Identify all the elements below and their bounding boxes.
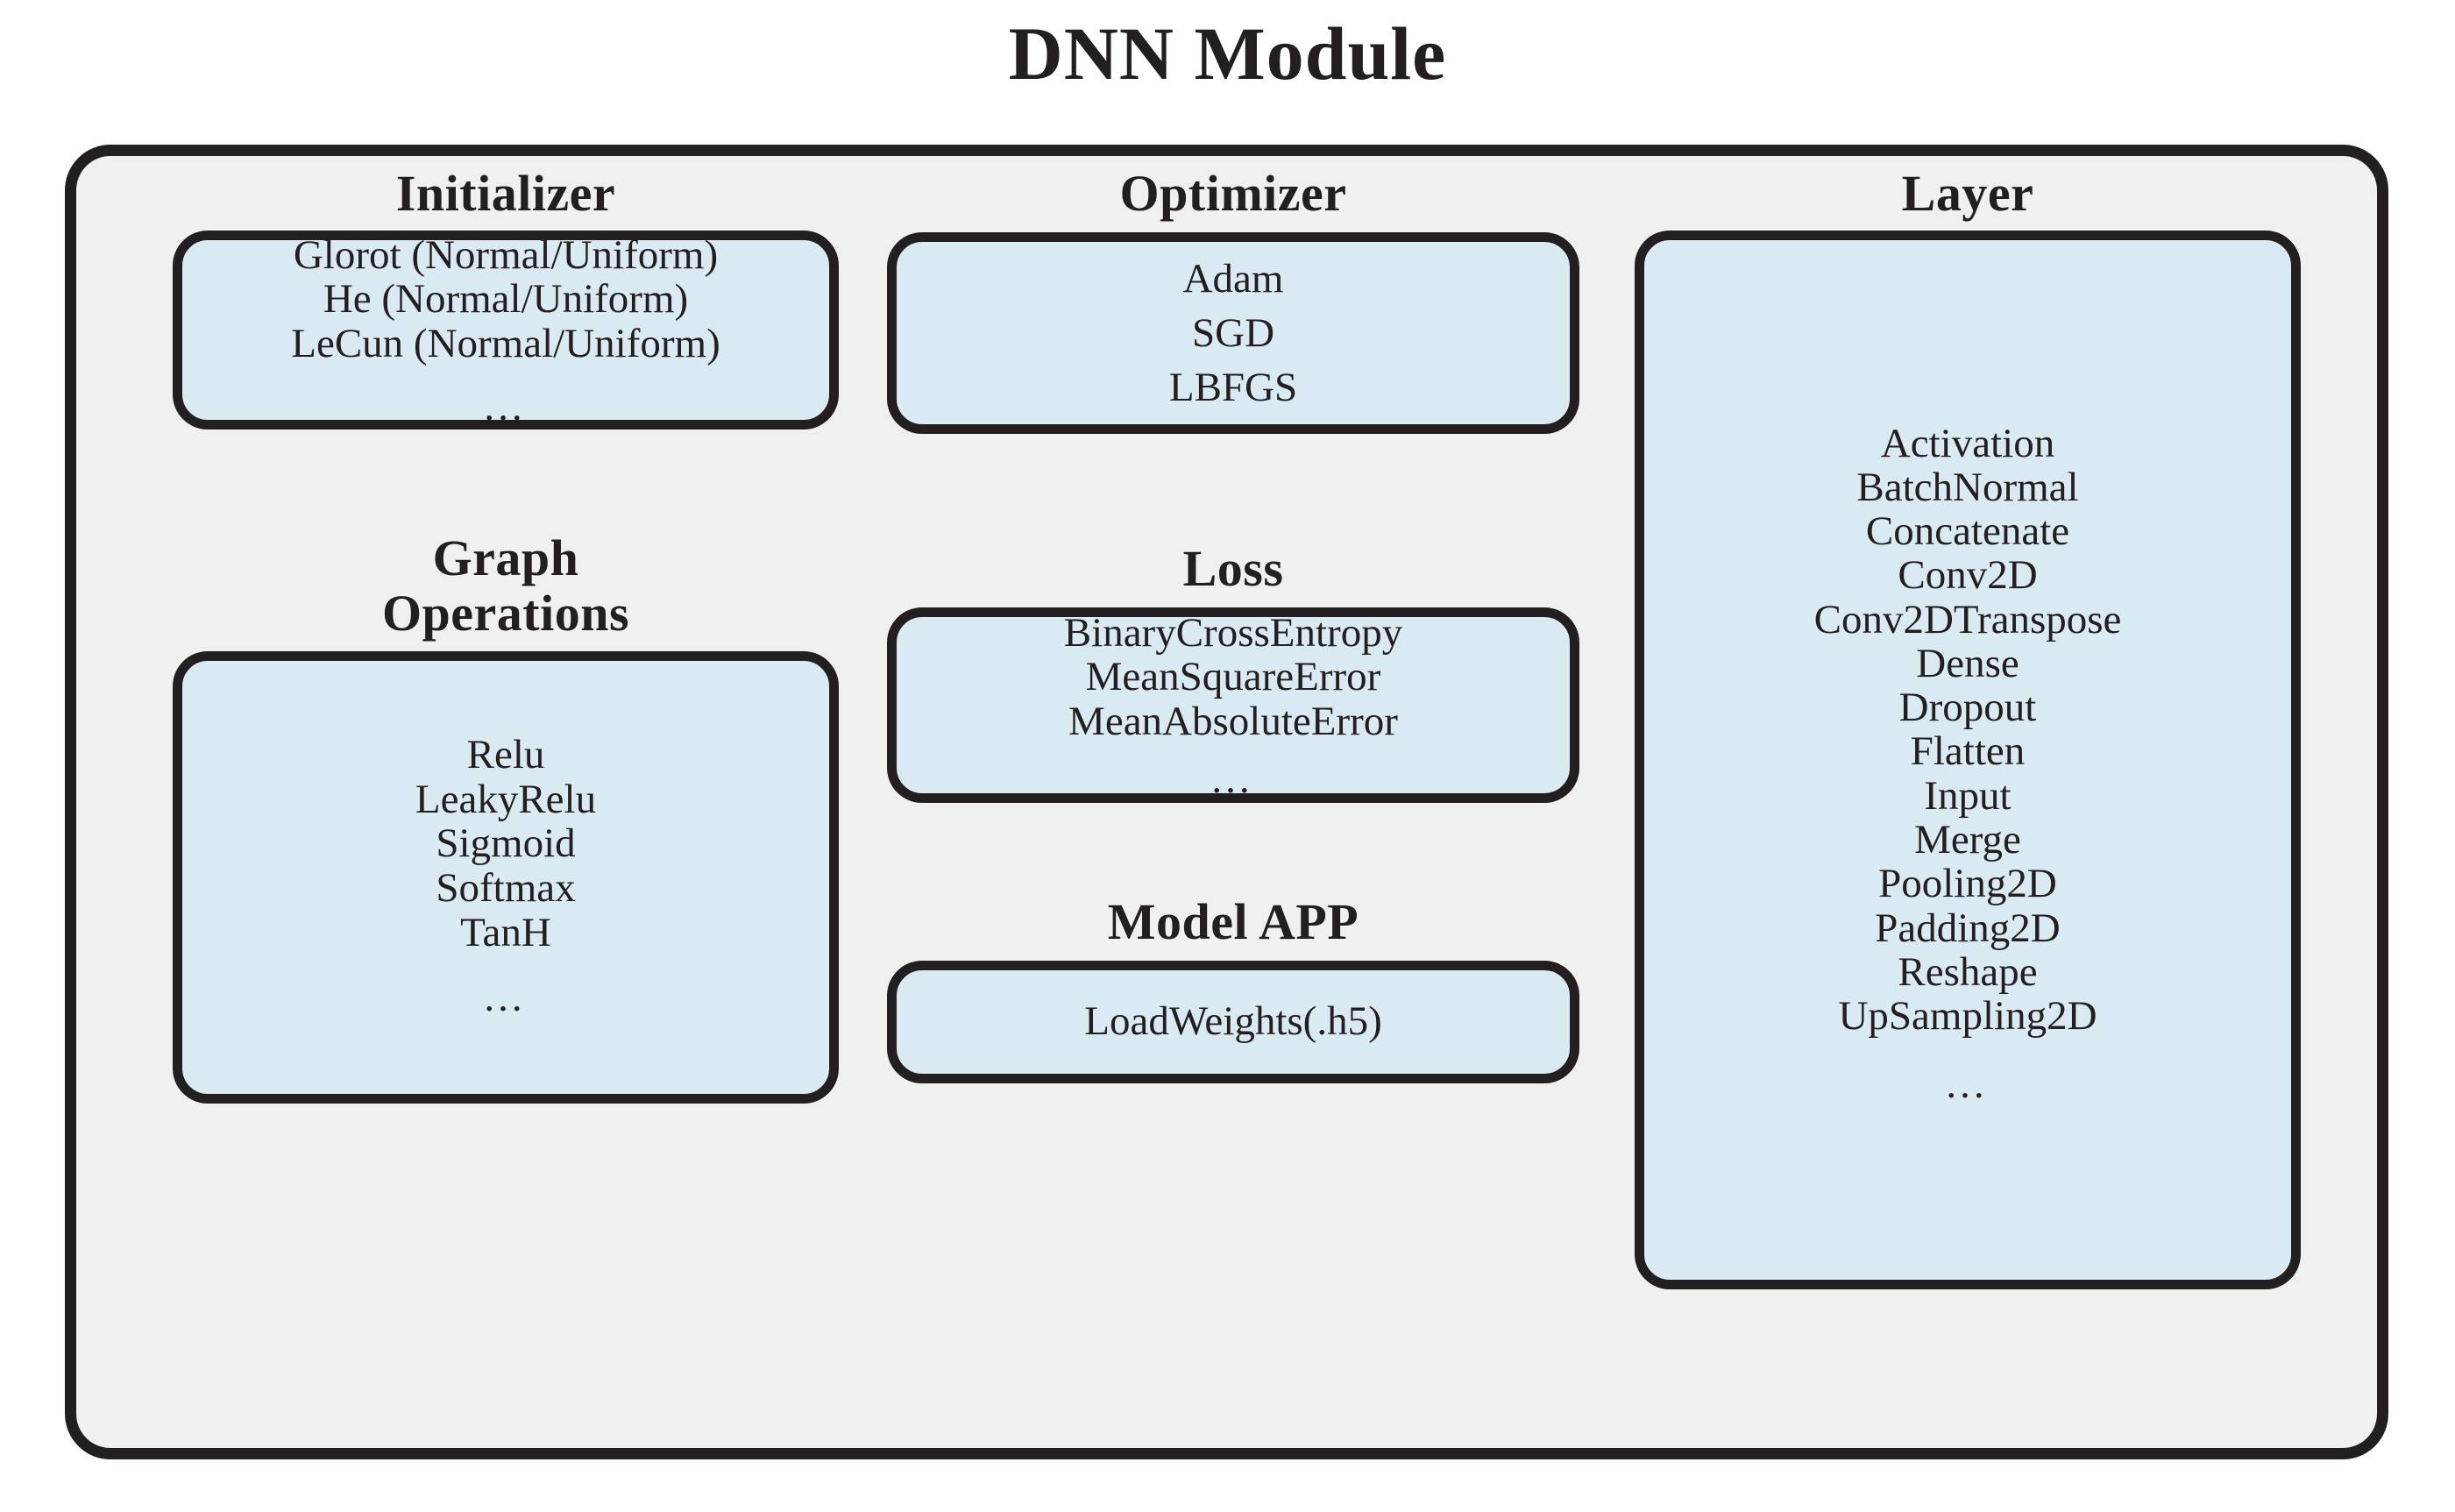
- group-layer: Layer Activation BatchNormal Concatenate…: [1635, 165, 2301, 1289]
- dnn-module-container: Initializer Glorot (Normal/Uniform) He (…: [65, 145, 2388, 1459]
- item-list-loss: BinaryCrossEntropy MeanSquareError MeanA…: [897, 611, 1570, 801]
- list-item: Sigmoid: [436, 820, 576, 867]
- item-list-initializer: Glorot (Normal/Uniform) He (Normal/Unifo…: [182, 233, 829, 429]
- list-item: Dropout: [1898, 685, 2037, 731]
- list-item: SGD: [1191, 309, 1275, 356]
- list-item: UpSampling2D: [1838, 993, 2097, 1040]
- list-item: LeakyRelu: [415, 776, 597, 822]
- group-initializer: Initializer Glorot (Normal/Uniform) He (…: [173, 165, 839, 429]
- list-item: TanH: [460, 909, 551, 955]
- box-layer: Activation BatchNormal Concatenate Conv2…: [1635, 230, 2301, 1289]
- list-item: Softmax: [436, 865, 576, 911]
- list-item: Concatenate: [1865, 508, 2070, 555]
- list-item: Relu: [466, 732, 545, 778]
- page-title: DNN Module: [1008, 11, 1447, 96]
- list-ellipsis: …: [482, 975, 529, 1021]
- list-item: Conv2D: [1898, 552, 2038, 599]
- box-initializer: Glorot (Normal/Uniform) He (Normal/Unifo…: [173, 230, 839, 429]
- list-ellipsis: …: [1944, 1061, 1991, 1108]
- group-heading-model-app: Model APP: [1107, 893, 1359, 950]
- box-graph-operations: Relu LeakyRelu Sigmoid Softmax TanH …: [173, 651, 839, 1104]
- list-item: LeCun (Normal/Uniform): [291, 320, 720, 366]
- group-heading-loss: Loss: [1182, 540, 1284, 597]
- group-heading-layer: Layer: [1901, 165, 2034, 222]
- box-optimizer: Adam SGD LBFGS: [887, 231, 1579, 434]
- list-item: Merge: [1914, 817, 2021, 863]
- item-list-graph-operations: Relu LeakyRelu Sigmoid Softmax TanH …: [182, 733, 829, 1019]
- list-item: Reshape: [1898, 948, 2038, 995]
- list-item: Flatten: [1910, 728, 2026, 775]
- list-item: Dense: [1916, 640, 2019, 686]
- list-ellipsis: …: [482, 384, 529, 430]
- group-model-app: Model APP LoadWeights(.h5): [887, 893, 1579, 1083]
- group-heading-graph-operations: Graph Operations: [173, 529, 839, 642]
- list-item: BatchNormal: [1856, 464, 2079, 510]
- list-item: Activation: [1880, 420, 2055, 466]
- item-list-model-app: LoadWeights(.h5): [897, 999, 1570, 1044]
- list-item: Conv2DTranspose: [1813, 596, 2122, 642]
- box-model-app: LoadWeights(.h5): [887, 960, 1579, 1083]
- list-item: LoadWeights(.h5): [1084, 998, 1382, 1045]
- group-heading-line-1: Graph: [432, 529, 579, 586]
- list-item: He (Normal/Uniform): [323, 276, 689, 323]
- group-heading-line-2: Operations: [381, 584, 630, 642]
- list-item: LBFGS: [1168, 364, 1298, 410]
- group-loss: Loss BinaryCrossEntropy MeanSquareError …: [887, 540, 1579, 803]
- list-ellipsis: …: [1210, 756, 1257, 803]
- list-item: BinaryCrossEntropy: [1063, 609, 1403, 656]
- group-graph-operations: Graph Operations Relu LeakyRelu Sigmoid …: [173, 529, 839, 1104]
- group-heading-initializer: Initializer: [395, 165, 616, 222]
- box-loss: BinaryCrossEntropy MeanSquareError MeanA…: [887, 607, 1579, 803]
- list-item: MeanAbsoluteError: [1068, 698, 1398, 744]
- list-item: Adam: [1182, 255, 1284, 302]
- list-item: Pooling2D: [1878, 861, 2057, 907]
- list-item: MeanSquareError: [1085, 654, 1381, 700]
- item-list-optimizer: Adam SGD LBFGS: [897, 252, 1570, 415]
- list-item: Input: [1924, 772, 2012, 819]
- group-optimizer: Optimizer Adam SGD LBFGS: [887, 165, 1579, 434]
- item-list-layer: Activation BatchNormal Concatenate Conv2…: [1644, 420, 2291, 1108]
- list-item: Padding2D: [1875, 905, 2061, 951]
- group-heading-optimizer: Optimizer: [1119, 165, 1347, 222]
- list-item: Glorot (Normal/Uniform): [293, 231, 719, 278]
